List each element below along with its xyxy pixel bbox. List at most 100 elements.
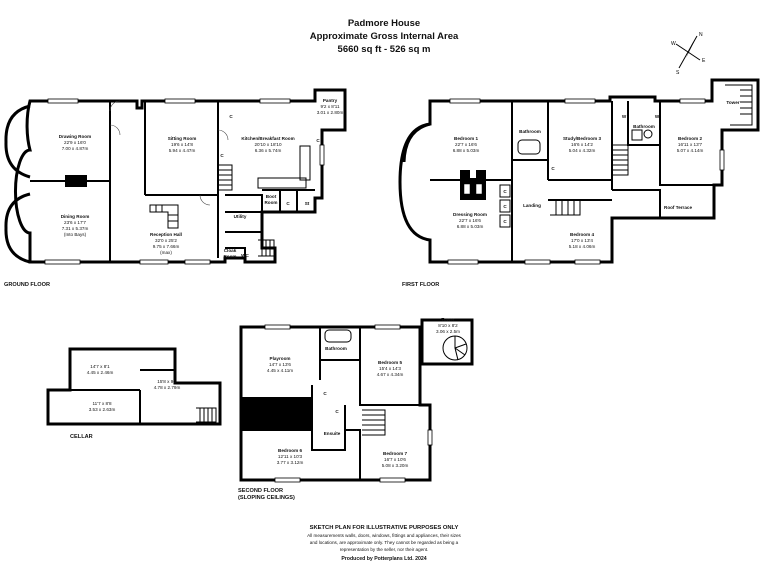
- svg-text:16'6 x 14'2: 16'6 x 14'2: [571, 142, 593, 147]
- svg-text:5.08 x 3.20m: 5.08 x 3.20m: [382, 463, 409, 468]
- svg-text:Drawing Room: Drawing Room: [59, 134, 91, 139]
- gf-cupboard-c1: C: [229, 114, 233, 119]
- svg-text:9'2 x 8'11: 9'2 x 8'11: [320, 104, 339, 109]
- svg-text:Bathroom: Bathroom: [519, 129, 541, 134]
- svg-text:Bedroom 2: Bedroom 2: [678, 136, 702, 141]
- room-boot: Boot Room: [264, 194, 277, 205]
- svg-text:17'0 x 13'4: 17'0 x 13'4: [571, 238, 593, 243]
- svg-text:Kitchen/Breakfast Room: Kitchen/Breakfast Room: [241, 136, 294, 141]
- svg-text:14'7 x 8'1: 14'7 x 8'1: [90, 364, 110, 369]
- svg-text:4.67 x 4.34m: 4.67 x 4.34m: [377, 372, 404, 377]
- ff-wardrobe-w1: W: [622, 114, 627, 119]
- ground-floor-label: GROUND FLOOR: [4, 282, 50, 288]
- room-reception: Reception Hall 32'0 x 25'2 9.75 x 7.66m …: [150, 232, 182, 255]
- ff-wardrobe-w2: W: [655, 114, 660, 119]
- disclaimer-title: SKETCH PLAN FOR ILLUSTRATIVE PURPOSES ON…: [310, 525, 459, 531]
- ff-cupboard-c3: C: [503, 219, 507, 224]
- svg-text:Reception Hall: Reception Hall: [150, 232, 182, 237]
- gf-cupboard-c2: C: [220, 153, 224, 158]
- room-cellar2: 15'8 x 9'2 4.78 x 2.79m: [154, 379, 181, 390]
- svg-text:Playroom: Playroom: [270, 356, 291, 361]
- room-dressing: Dressing Room 22'7 x 16'6 6.88 x 5.03m: [453, 212, 487, 229]
- ff-cupboard-c4: C: [551, 166, 555, 171]
- room-bedroom5: Bedroom 5 15'4 x 14'3 4.67 x 4.34m: [377, 360, 404, 377]
- svg-text:3.53 x 2.63m: 3.53 x 2.63m: [89, 407, 116, 412]
- svg-text:8'10 x 8'2: 8'10 x 8'2: [438, 323, 458, 328]
- cellar-label: CELLAR: [70, 434, 93, 440]
- svg-text:Tower: Tower: [441, 317, 454, 322]
- svg-text:5.04 x 4.32m: 5.04 x 4.32m: [569, 148, 596, 153]
- svg-text:12'11 x 10'3: 12'11 x 10'3: [278, 454, 303, 459]
- svg-text:7.31 x 5.37m: 7.31 x 5.37m: [62, 226, 89, 231]
- svg-text:Dining Room: Dining Room: [61, 214, 90, 219]
- compass-s: S: [676, 70, 680, 76]
- second-floor-label: SECOND FLOOR: [238, 488, 283, 494]
- room-bathroom-ff: Bathroom: [519, 129, 541, 134]
- room-bedroom7: Bedroom 7 16'7 x 10'6 5.08 x 3.20m: [382, 451, 409, 468]
- svg-text:20'10 x 18'10: 20'10 x 18'10: [254, 142, 281, 147]
- svg-text:Landing: Landing: [523, 203, 541, 208]
- svg-text:Roof Terrace: Roof Terrace: [664, 205, 692, 210]
- room-sitting: Sitting Room 19'6 x 14'8 5.94 x 4.47m: [168, 136, 197, 153]
- svg-text:Cloak: Cloak: [224, 248, 237, 253]
- room-bedroom1: Bedroom 1 22'7 x 16'6 6.88 x 5.03m: [453, 136, 480, 153]
- sf-cupboard-c1: C: [323, 391, 327, 396]
- room-pantry: Pantry 9'2 x 8'11 3.01 x 2.80m: [317, 98, 344, 115]
- compass-n: N: [699, 32, 703, 38]
- svg-text:5.07 x 4.14m: 5.07 x 4.14m: [677, 148, 704, 153]
- svg-text:Sitting Room: Sitting Room: [168, 136, 197, 141]
- svg-text:7.00 x 4.87m: 7.00 x 4.87m: [62, 146, 89, 151]
- room-ensuite: Ensuite: [324, 431, 341, 436]
- gf-store-st: St: [305, 201, 310, 206]
- svg-text:Utility: Utility: [234, 214, 247, 219]
- room-bathroom-ff2: Bathroom: [633, 124, 655, 129]
- room-bedroom6: Bedroom 6 12'11 x 10'3 3.77 x 3.12m: [277, 448, 304, 465]
- svg-text:5.94 x 4.47m: 5.94 x 4.47m: [169, 148, 196, 153]
- gf-cupboard-c3: C: [316, 138, 320, 143]
- svg-text:4.45 x 2.46m: 4.45 x 2.46m: [87, 370, 114, 375]
- plan-title: Padmore House: [348, 18, 420, 29]
- svg-text:WC: WC: [241, 253, 249, 258]
- room-cellar1: 14'7 x 8'1 4.45 x 2.46m: [87, 364, 114, 375]
- room-utility: Utility: [234, 214, 247, 219]
- room-bathroom-sf: Bathroom: [325, 346, 347, 351]
- disclaimer-line1: All measurements walls, doors, windows, …: [307, 533, 461, 538]
- svg-text:3.01 x 2.80m: 3.01 x 2.80m: [317, 110, 344, 115]
- svg-text:Pantry: Pantry: [323, 98, 338, 103]
- svg-text:Bedroom 1: Bedroom 1: [454, 136, 478, 141]
- plan-area: 5660 sq ft - 526 sq m: [338, 44, 431, 55]
- svg-text:32'0 x 25'2: 32'0 x 25'2: [155, 238, 177, 243]
- disclaimer-line2: and locations, are approximate only. The…: [310, 540, 459, 545]
- compass-e: E: [702, 58, 706, 64]
- svg-text:6.88 x 5.03m: 6.88 x 5.03m: [457, 224, 484, 229]
- svg-text:Room: Room: [223, 254, 236, 259]
- disclaimer: SKETCH PLAN FOR ILLUSTRATIVE PURPOSES ON…: [307, 525, 461, 562]
- second-floor-note: (SLOPING CEILINGS): [238, 495, 295, 501]
- svg-text:15'4 x 14'3: 15'4 x 14'3: [379, 366, 401, 371]
- svg-text:3.06 x 2.5m: 3.06 x 2.5m: [436, 329, 460, 334]
- svg-text:Dressing Room: Dressing Room: [453, 212, 487, 217]
- svg-text:16'7 x 10'6: 16'7 x 10'6: [384, 457, 406, 462]
- svg-text:Room: Room: [264, 200, 277, 205]
- svg-text:Bathroom: Bathroom: [633, 124, 655, 129]
- ff-cupboard-c2: C: [503, 204, 507, 209]
- svg-text:22'7 x 16'6: 22'7 x 16'6: [459, 218, 481, 223]
- svg-text:15'8 x 9'2: 15'8 x 9'2: [157, 379, 177, 384]
- ground-floor-plan: C C C C St Drawing Room 22'9 x 16'0 7.00…: [4, 88, 347, 288]
- room-study: Study/Bedroom 3 16'6 x 14'2 5.04 x 4.32m: [563, 136, 601, 153]
- room-cloak: Cloak Room: [223, 248, 236, 259]
- first-floor-label: FIRST FLOOR: [402, 282, 439, 288]
- svg-text:Bedroom 4: Bedroom 4: [570, 232, 594, 237]
- svg-text:14'7 x 13'6: 14'7 x 13'6: [269, 362, 291, 367]
- svg-text:23'6 x 17'7: 23'6 x 17'7: [64, 220, 86, 225]
- room-roof-terrace: Roof Terrace: [664, 205, 692, 210]
- room-dining: Dining Room 23'6 x 17'7 7.31 x 5.37m (In…: [61, 214, 90, 237]
- gf-cupboard-c4: C: [286, 201, 290, 206]
- room-bedroom2: Bedroom 2 16'11 x 13'7 5.07 x 4.14m: [677, 136, 704, 153]
- svg-text:22'9 x 16'0: 22'9 x 16'0: [64, 140, 86, 145]
- svg-text:11'7 x 8'8: 11'7 x 8'8: [92, 401, 111, 406]
- cellar-plan: 14'7 x 8'1 4.45 x 2.46m 15'8 x 9'2 4.78 …: [46, 347, 222, 440]
- room-landing: Landing: [523, 203, 541, 208]
- disclaimer-credit: Produced by Potterplans Ltd. 2024: [341, 556, 426, 562]
